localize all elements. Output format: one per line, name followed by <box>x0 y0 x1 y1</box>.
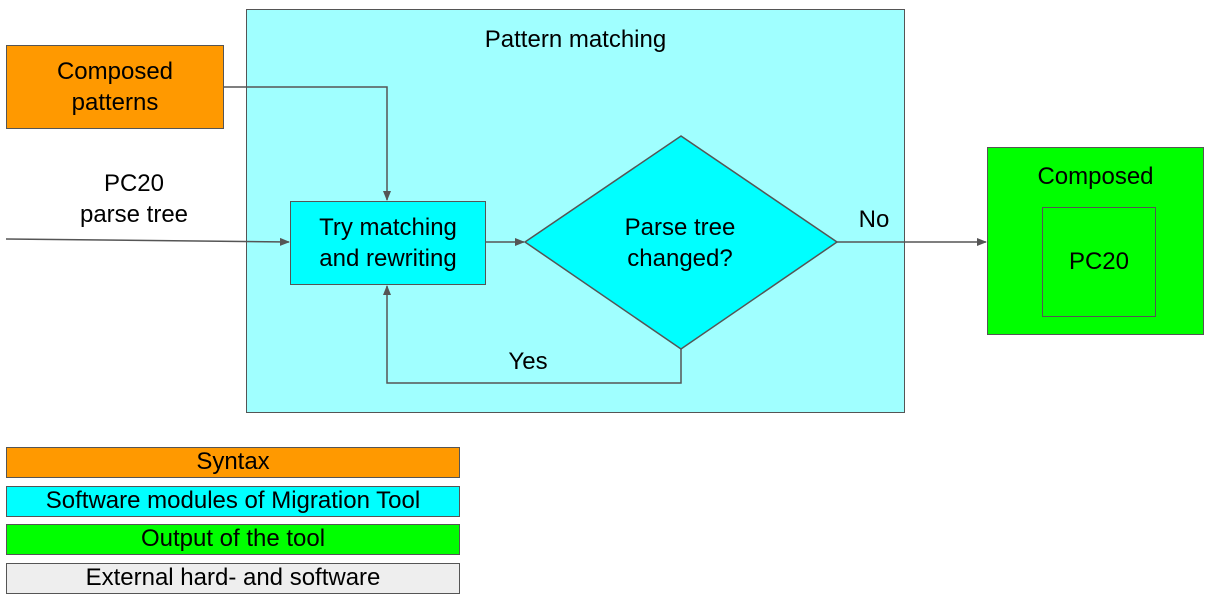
legend-item-syntax: Syntax <box>6 447 460 478</box>
composed-patterns-box: Composed patterns <box>6 45 224 129</box>
decision-label: Parse tree changed? <box>624 214 736 272</box>
yes-branch-label: Yes <box>508 348 548 375</box>
parse-tree-input-label: PC20 parse tree <box>79 170 189 228</box>
output-pc20-box: PC20 <box>1042 207 1156 317</box>
output-composed-title: Composed <box>1037 163 1154 190</box>
legend-item-software-modules: Software modules of Migration Tool <box>6 486 460 517</box>
try-matching-box: Try matching and rewriting <box>290 201 486 285</box>
pattern-matching-title: Pattern matching <box>484 26 667 53</box>
legend-item-external: External hard- and software <box>6 563 460 594</box>
legend-item-output: Output of the tool <box>6 524 460 555</box>
no-branch-label: No <box>858 206 890 233</box>
